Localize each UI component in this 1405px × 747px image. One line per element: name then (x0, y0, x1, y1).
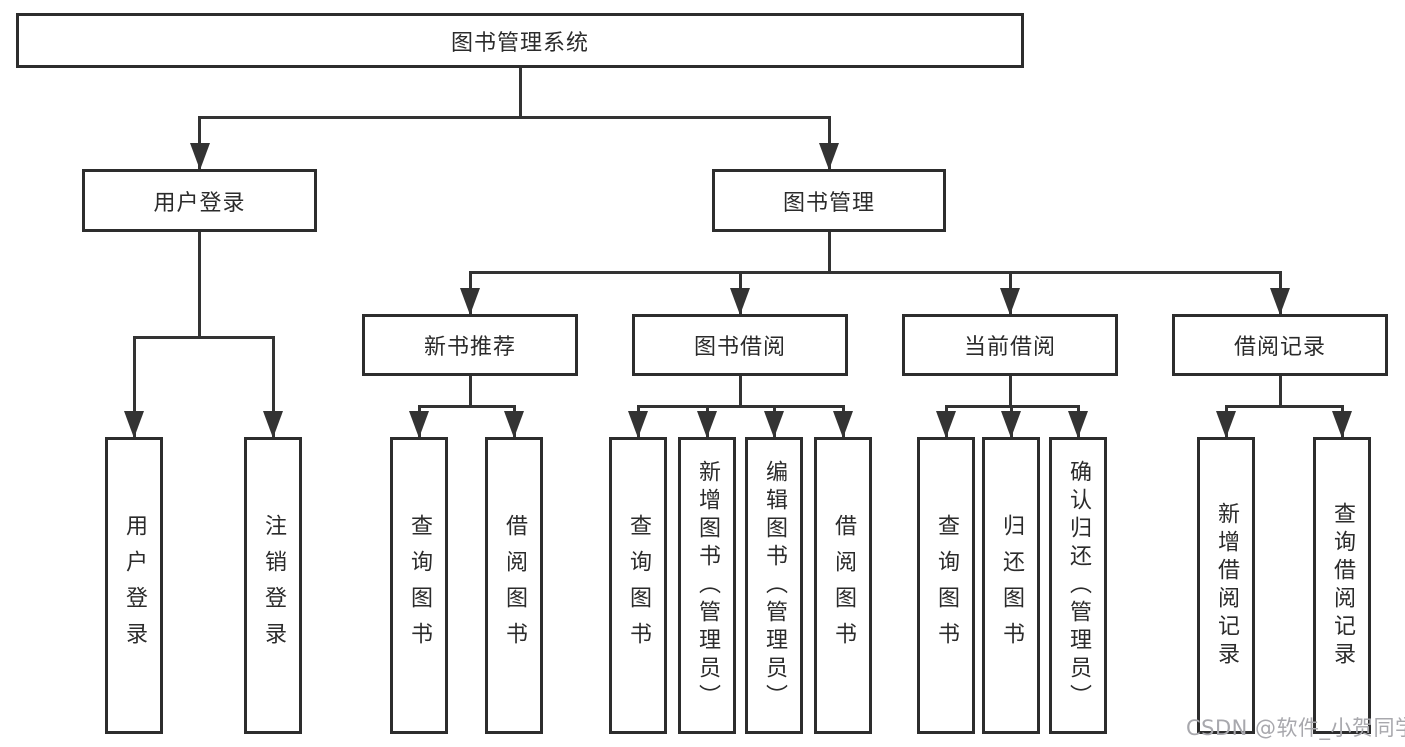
arrowhead-borrow-edit (764, 411, 784, 438)
arrowhead-borrow (730, 288, 750, 315)
node-record-query: 查询借阅记录 (1313, 437, 1371, 734)
node-rec-borrow: 借阅图书 (485, 437, 543, 734)
node-login-logout: 注销登录 (244, 437, 302, 734)
connector-stub-mgmt (827, 232, 831, 274)
arrowhead-borrow-add (697, 411, 717, 438)
connector-bus-login (132, 335, 275, 339)
node-cur-return: 归还图书 (982, 437, 1040, 734)
node-cur-confirm: 确认归还（管理员） (1049, 437, 1107, 734)
node-login: 用户登录 (82, 169, 317, 232)
node-borrow-edit: 编辑图书（管理员） (745, 437, 803, 734)
connector-drop-login-logout (271, 337, 275, 437)
node-borrow-add: 新增图书（管理员） (678, 437, 736, 734)
arrowhead-cur-confirm (1068, 411, 1088, 438)
connector-drop-login-user (132, 337, 136, 437)
arrowhead-rec-borrow (504, 411, 524, 438)
arrowhead-cur-query (936, 411, 956, 438)
connector-bus-rec (417, 404, 516, 408)
connector-stub-rec (468, 376, 472, 408)
connector-bus-mgmt (468, 270, 1282, 274)
node-record: 借阅记录 (1172, 314, 1388, 376)
node-cur-query: 查询图书 (917, 437, 975, 734)
arrowhead-borrow-query (628, 411, 648, 438)
arrowhead-rec-query (409, 411, 429, 438)
arrowhead-record (1270, 288, 1290, 315)
node-record-add: 新增借阅记录 (1197, 437, 1255, 734)
connector-bus-borrow (636, 404, 845, 408)
arrowhead-record-query (1332, 411, 1352, 438)
node-rec: 新书推荐 (362, 314, 578, 376)
arrowhead-login (189, 143, 210, 170)
watermark: CSDN @软件_小贺同学 (1186, 716, 1405, 740)
connector-stub-record (1278, 376, 1282, 408)
connector-stub-cur (1008, 376, 1012, 408)
connector-stub-borrow (738, 376, 742, 408)
arrowhead-borrow-take (833, 411, 853, 438)
node-borrow-take: 借阅图书 (814, 437, 872, 734)
node-cur: 当前借阅 (902, 314, 1118, 376)
arrowhead-record-add (1216, 411, 1236, 438)
node-borrow-query: 查询图书 (609, 437, 667, 734)
node-mgmt: 图书管理 (712, 169, 946, 232)
connector-bus-record (1224, 404, 1344, 408)
arrowhead-rec (460, 288, 480, 315)
connector-bus-root (198, 115, 831, 119)
node-borrow: 图书借阅 (632, 314, 848, 376)
connector-stub-login (198, 232, 201, 339)
node-login-user: 用户登录 (105, 437, 163, 734)
arrowhead-cur-return (1001, 411, 1021, 438)
arrowhead-cur (1000, 288, 1020, 315)
node-root: 图书管理系统 (16, 13, 1024, 68)
arrowhead-login-logout (263, 411, 283, 438)
arrowhead-login-user (124, 411, 144, 438)
node-rec-query: 查询图书 (390, 437, 448, 734)
connector-stub-root (518, 68, 522, 119)
arrowhead-mgmt (819, 143, 839, 170)
